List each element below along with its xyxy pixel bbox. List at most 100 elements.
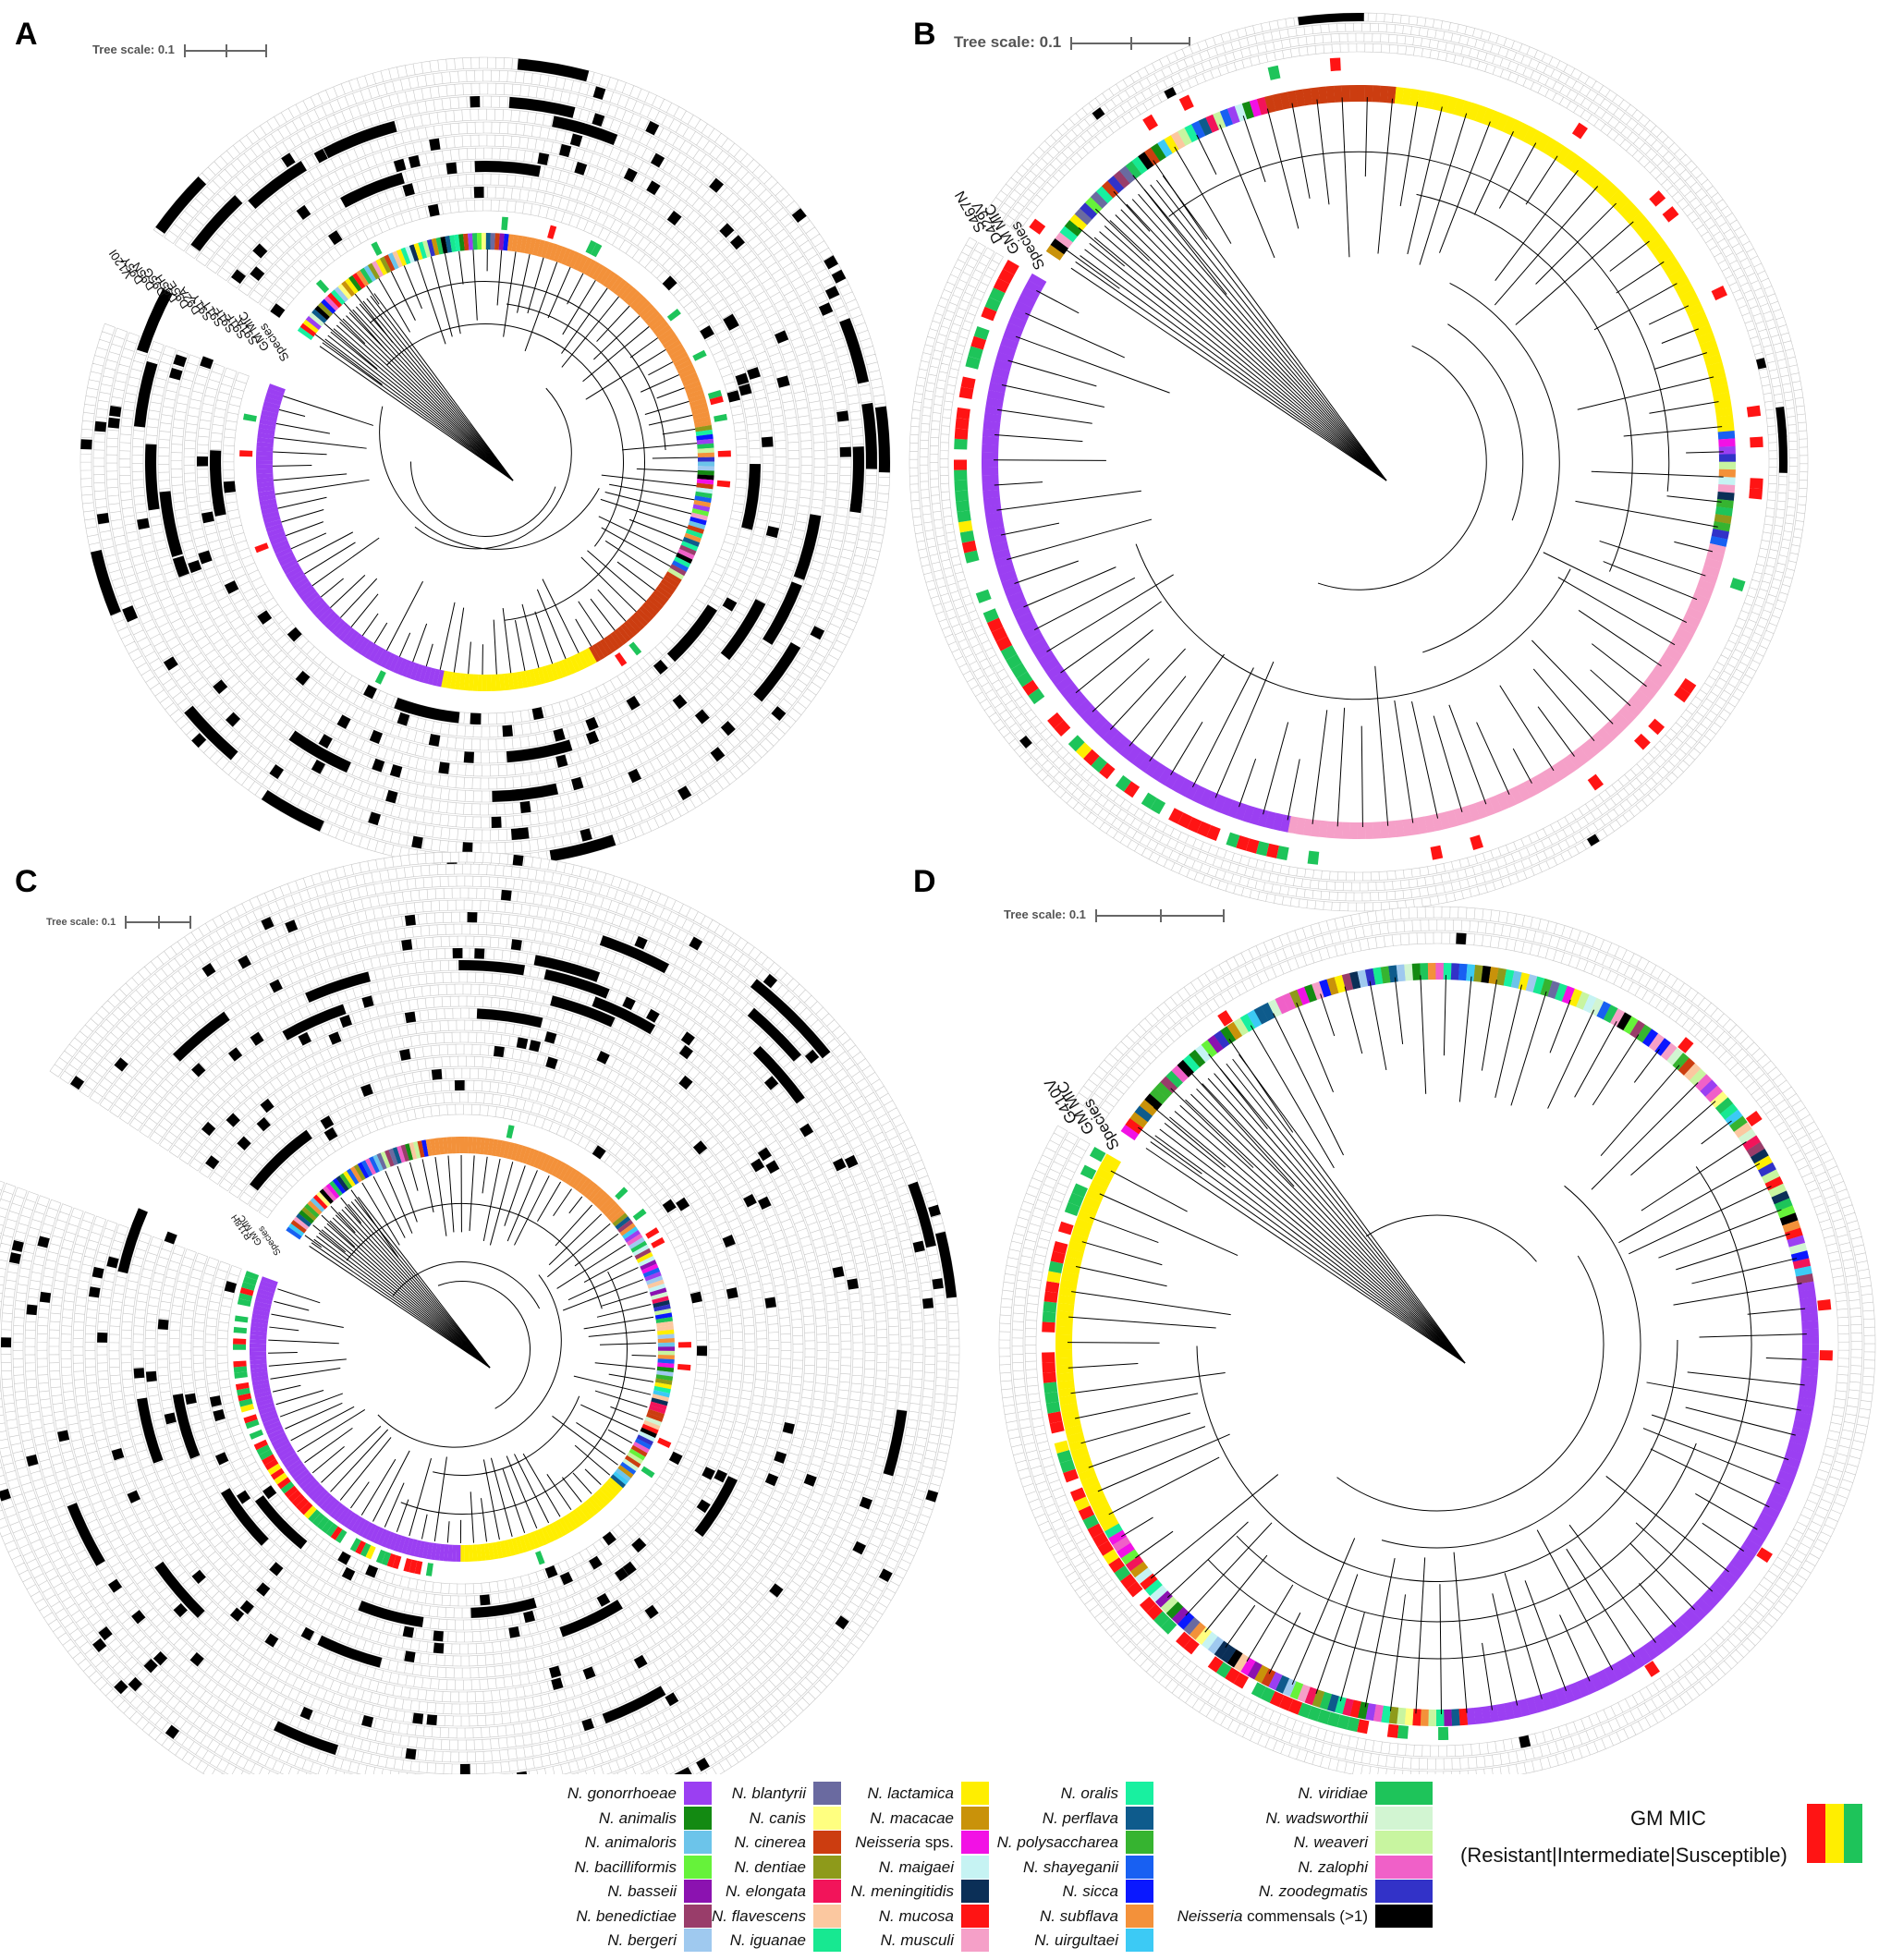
- mutation-hit: [97, 1332, 108, 1343]
- species-cell: [511, 234, 519, 252]
- gm-mic-cell: [234, 1315, 249, 1323]
- mutation-hit: [190, 195, 243, 251]
- species-cell: [1342, 1698, 1354, 1717]
- gm-mic-cell: [1082, 1514, 1099, 1529]
- species-cell: [1683, 1063, 1702, 1081]
- branch: [1433, 715, 1463, 812]
- species-cell: [644, 310, 661, 325]
- species-cell: [1450, 963, 1460, 980]
- mutation-hit: [628, 768, 642, 784]
- branch: [1629, 1186, 1772, 1255]
- branch: [1590, 669, 1631, 707]
- mutation-hit: [753, 641, 801, 702]
- root-spoke: [338, 1211, 491, 1369]
- species-cell: [654, 324, 672, 338]
- mutation-hit: [757, 1147, 772, 1162]
- mutation-hit: [173, 1602, 188, 1618]
- root-spoke: [1145, 1148, 1466, 1364]
- branch: [1266, 108, 1299, 229]
- mutation-hit: [529, 1040, 542, 1053]
- legend-item: N. flavescens: [518, 1904, 841, 1930]
- species-cell: [254, 1297, 273, 1306]
- species-cell: [654, 1382, 672, 1390]
- branch: [582, 326, 650, 383]
- mutation-hit: [844, 1154, 859, 1169]
- gm-mic-cell: [1044, 1392, 1059, 1404]
- species-cell: [619, 1223, 636, 1236]
- root-spoke: [327, 335, 514, 481]
- species-cell: [298, 584, 314, 598]
- branch: [1377, 98, 1394, 254]
- mutation-hit: [261, 790, 324, 832]
- species-cell: [1623, 1654, 1640, 1674]
- species-cell: [1691, 317, 1710, 331]
- mutation-hit: [849, 501, 862, 513]
- branch: [596, 1303, 652, 1318]
- species-cell: [413, 242, 423, 261]
- gm-mic-cell: [425, 1563, 433, 1577]
- gm-mic-cell: [1028, 688, 1045, 705]
- branch: [1238, 758, 1257, 808]
- mutation-hit: [677, 785, 692, 801]
- gm-mic-cell: [641, 1466, 655, 1479]
- branch: [1419, 113, 1468, 265]
- species-cell: [629, 615, 645, 630]
- mutation-hit: [311, 760, 325, 774]
- mutation-hit: [250, 1031, 264, 1046]
- branch: [425, 643, 433, 667]
- gm-mic-cell: [666, 308, 681, 322]
- gm-mic-cell: [234, 1371, 248, 1379]
- species-cell: [503, 1141, 511, 1159]
- species-cell: [687, 524, 704, 534]
- species-cell: [1580, 742, 1596, 761]
- branch: [453, 607, 465, 673]
- species-cell: [1416, 90, 1428, 108]
- species-cell: [445, 236, 453, 253]
- species-cell: [262, 511, 280, 520]
- species-cell: [640, 1427, 657, 1439]
- species-cell: [431, 237, 440, 256]
- gm-mic-cell: [954, 459, 968, 470]
- legend-swatch: [1375, 1831, 1433, 1854]
- species-cell: [329, 1502, 344, 1518]
- gm-mic-cell: [409, 1559, 418, 1574]
- branch: [1149, 653, 1225, 762]
- species-cell: [1675, 282, 1694, 298]
- species-cell: [1746, 1531, 1765, 1548]
- species-cell: [577, 651, 590, 669]
- species-cell: [1357, 85, 1366, 103]
- branch: [384, 1170, 413, 1234]
- branch: [312, 1224, 347, 1253]
- gm-mic-cell: [677, 1342, 691, 1348]
- legend-swatch: [684, 1929, 712, 1952]
- mutation-hit: [782, 1422, 795, 1434]
- species-cell: [376, 1152, 387, 1170]
- branch: [542, 578, 580, 653]
- species-cell: [696, 438, 714, 445]
- gm-mic-cell: [1050, 1250, 1066, 1264]
- mutation-hit: [153, 1650, 168, 1666]
- mutation-hit: [508, 96, 576, 118]
- species-cell: [1742, 1135, 1762, 1151]
- branch: [1525, 155, 1558, 205]
- mutation-ring: [919, 22, 1799, 902]
- species-cell: [655, 1374, 674, 1382]
- species-cell: [1642, 1641, 1659, 1661]
- species-cell: [1078, 1467, 1097, 1482]
- legend-item: Neisseria sps.: [518, 1831, 989, 1856]
- gm-mic-cell: [965, 356, 981, 370]
- mutation-hit: [11, 1239, 24, 1252]
- species-cell: [1096, 721, 1114, 739]
- mutation-hit: [634, 935, 648, 950]
- species-cell: [656, 1321, 674, 1328]
- species-cell: [250, 1318, 269, 1325]
- root-spoke: [352, 309, 514, 481]
- species-cell: [1160, 1076, 1178, 1094]
- branch: [1374, 665, 1389, 826]
- species-cell: [561, 248, 572, 265]
- legend-label: N. benedictiae: [576, 1906, 677, 1925]
- species-cell: [384, 1531, 396, 1550]
- mutation-hit: [592, 113, 605, 128]
- species-cell: [1093, 1503, 1112, 1518]
